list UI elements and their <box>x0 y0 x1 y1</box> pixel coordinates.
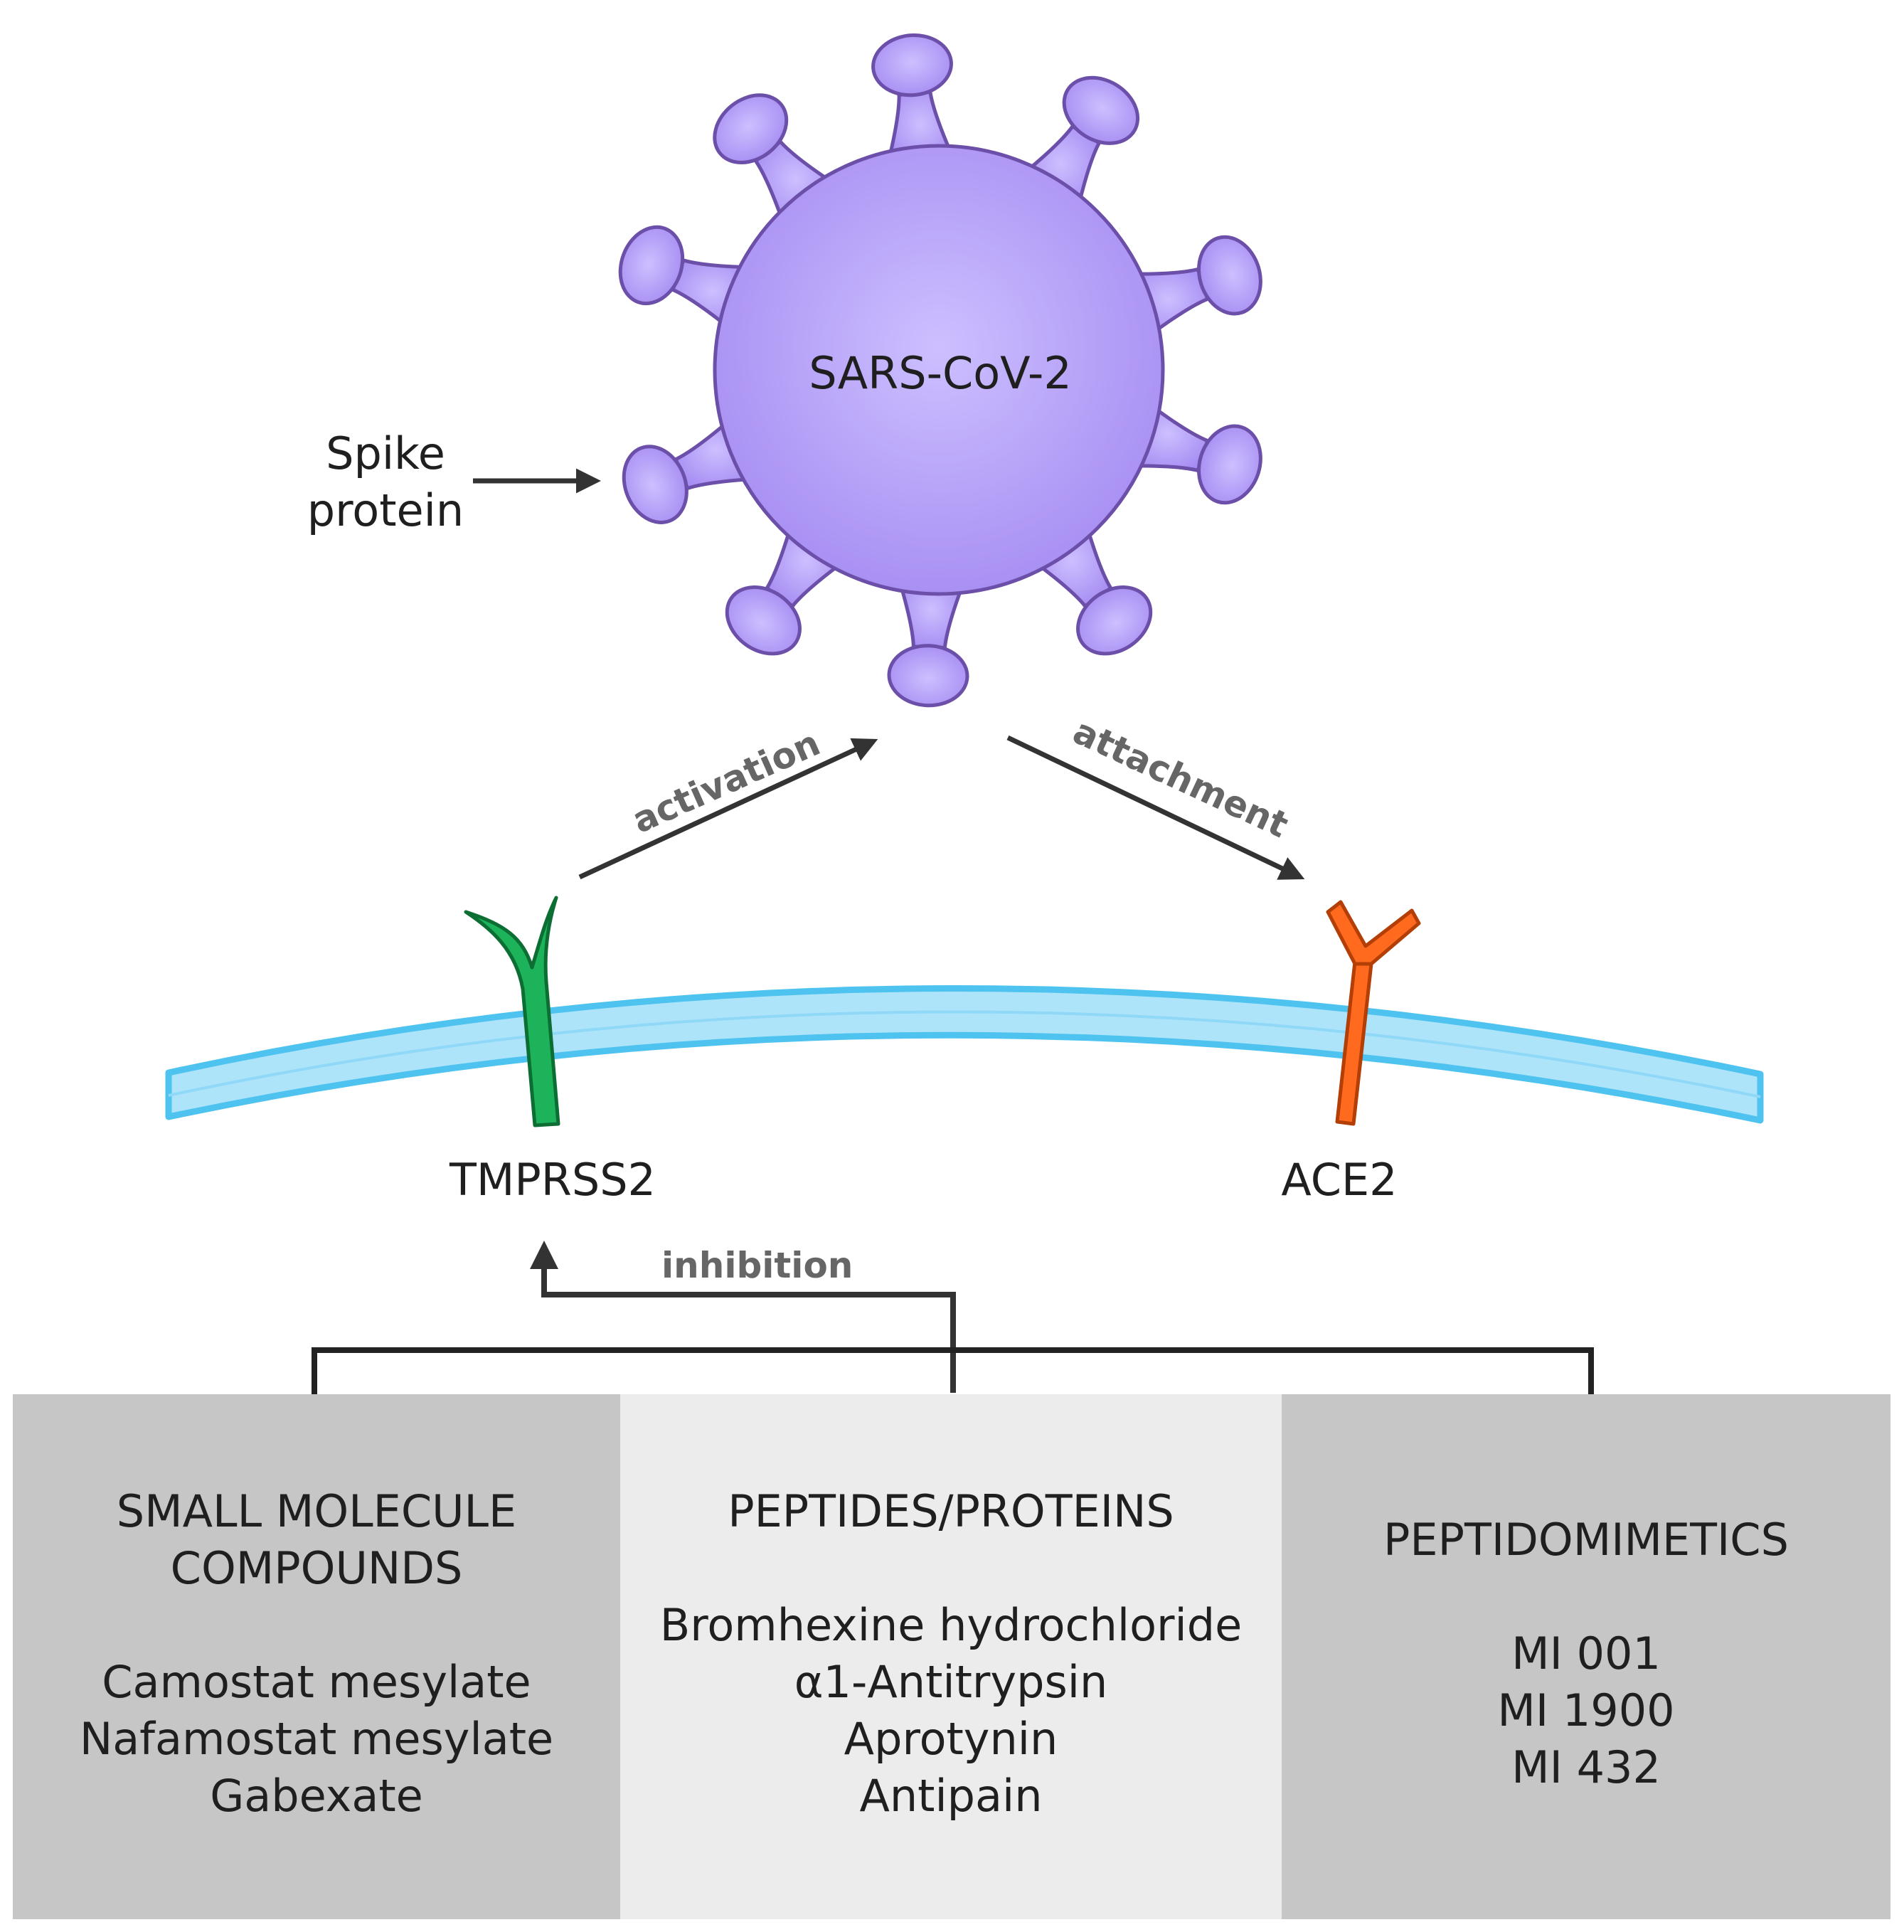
spike-protein-label: Spike protein <box>307 428 464 536</box>
spike-head <box>1197 235 1262 316</box>
panel-heading: SMALL MOLECULE COMPOUNDS <box>116 1485 517 1594</box>
list-item: Gabexate <box>210 1770 423 1822</box>
panel-bracket <box>312 1347 1594 1394</box>
spike-head <box>618 225 685 306</box>
cell-membrane-inner-line <box>168 1010 1761 1098</box>
list-item: Nafamostat mesylate <box>79 1713 554 1765</box>
spike-head <box>1197 424 1262 505</box>
panel-small-molecule-compounds: SMALL MOLECULE COMPOUNDS Camostat mesyla… <box>13 1394 620 1919</box>
list-item: α1-Antitrypsin <box>794 1656 1108 1708</box>
virus-label: SARS-CoV-2 <box>809 347 1072 399</box>
attachment-arrow <box>1006 735 1305 880</box>
tmprss2-label: TMPRSS2 <box>450 1154 656 1206</box>
panel-peptides-proteins: PEPTIDES/PROTEINS Bromhexine hydrochlori… <box>620 1394 1282 1919</box>
spike-head <box>622 445 688 524</box>
list-item: Camostat mesylate <box>102 1656 531 1708</box>
compound-list: Bromhexine hydrochloride α1-Antitrypsin … <box>620 1597 1282 1825</box>
activation-arrow <box>578 738 878 880</box>
panel-heading: PEPTIDOMIMETICS <box>1383 1514 1789 1566</box>
tmprss2-receptor <box>464 896 560 1127</box>
panel-peptidomimetics: PEPTIDOMIMETICS MI 001 MI 1900 MI 432 <box>1282 1394 1890 1919</box>
inhibition-arrow <box>530 1241 956 1393</box>
list-item: MI 001 <box>1511 1628 1661 1679</box>
spike-head <box>1076 585 1153 656</box>
spike-head <box>871 33 953 97</box>
ace2-label: ACE2 <box>1281 1154 1398 1206</box>
ace2-receptor <box>1326 900 1421 1126</box>
spike-head <box>713 93 789 165</box>
compound-list: Camostat mesylate Nafamostat mesylate Ga… <box>13 1654 620 1825</box>
sars-cov-2-virus <box>618 33 1262 708</box>
spike-head <box>1062 75 1140 145</box>
panel-heading: PEPTIDES/PROTEINS <box>728 1485 1174 1537</box>
spike-head <box>725 585 802 656</box>
list-item: MI 1900 <box>1497 1684 1675 1736</box>
list-item: MI 432 <box>1511 1741 1661 1793</box>
spike-head <box>887 644 969 708</box>
list-item: Bromhexine hydrochloride <box>659 1599 1243 1651</box>
compound-list: MI 001 MI 1900 MI 432 <box>1282 1625 1890 1796</box>
list-item: Aprotynin <box>844 1713 1058 1765</box>
virus-body <box>713 144 1165 596</box>
inhibition-label: inhibition <box>661 1245 853 1286</box>
list-item: Antipain <box>859 1770 1043 1822</box>
